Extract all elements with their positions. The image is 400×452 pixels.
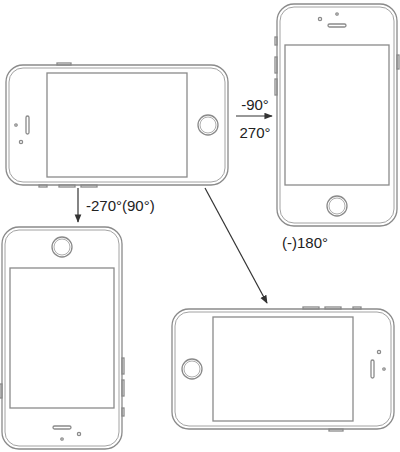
phone-upside-down	[0, 227, 124, 449]
rotation-arrow	[236, 115, 272, 116]
rotation-label: (-)180°	[280, 234, 330, 251]
rotation-label: -90°	[239, 96, 271, 113]
rotation-arrow	[77, 188, 78, 222]
phone-landscape-flipped	[172, 307, 394, 431]
rotation-label: 270°	[237, 124, 272, 141]
rotation-label: -270°(90°)	[84, 197, 157, 214]
rotation-arrow	[205, 188, 267, 303]
phone-landscape	[6, 63, 228, 187]
phone-portrait	[275, 4, 399, 226]
